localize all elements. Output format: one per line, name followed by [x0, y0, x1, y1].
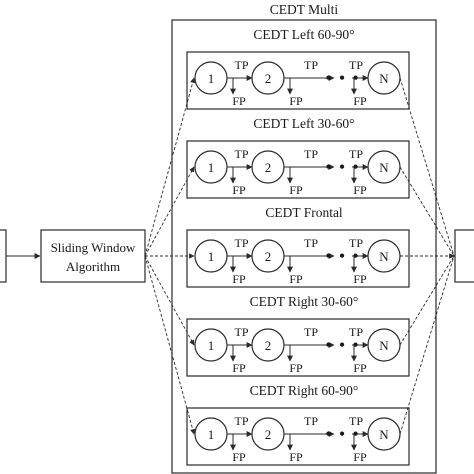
sliding-window-box	[40, 229, 146, 283]
fp-label: FP	[353, 361, 367, 375]
fp-label: FP	[289, 361, 303, 375]
fan-out-arrow	[144, 166, 195, 257]
tp-label: TP	[304, 236, 318, 250]
fan-out-arrow	[144, 255, 195, 346]
fan-out-arrow	[144, 255, 196, 435]
cascade-node-label: N	[379, 160, 389, 175]
cedt-group-title: CEDT Left 60-90°	[253, 27, 354, 42]
tp-label: TP	[349, 414, 363, 428]
tp-label: TP	[349, 58, 363, 72]
tp-label: TP	[304, 58, 318, 72]
fan-in-line	[399, 255, 455, 435]
cascade-node-label: 2	[265, 249, 272, 264]
ellipsis: • • •	[326, 70, 361, 87]
cascade-node-label: N	[379, 427, 389, 442]
cascade-node-label: 2	[265, 71, 272, 86]
ellipsis: • • •	[326, 426, 361, 443]
fan-in-line	[399, 77, 455, 257]
fp-label: FP	[289, 450, 303, 464]
fan-out-arrow	[144, 77, 196, 257]
tp-label: TP	[234, 414, 248, 428]
ellipsis: • • •	[326, 159, 361, 176]
cedt-group-3: CEDT Frontal 1 2 N TP FP TP FP TP FP • • •	[186, 205, 410, 288]
tp-label: TP	[304, 147, 318, 161]
fp-label: FP	[232, 272, 246, 286]
cedt-group-title: CEDT Left 30-60°	[253, 116, 354, 131]
fp-label: FP	[289, 94, 303, 108]
cedt-group-1: CEDT Left 60-90° 1 2 N TP FP TP FP TP FP • • •	[186, 27, 410, 110]
cascade-node-label: N	[379, 71, 389, 86]
cedt-group-2: CEDT Left 30-60° 1 2 N TP FP TP FP TP FP • • •	[186, 116, 410, 199]
fp-label: FP	[353, 94, 367, 108]
tp-label: TP	[234, 58, 248, 72]
tp-label: TP	[234, 147, 248, 161]
tp-label: TP	[349, 147, 363, 161]
cascade-node-label: 1	[208, 427, 215, 442]
fp-label: FP	[232, 361, 246, 375]
tp-label: TP	[304, 325, 318, 339]
sliding-window-label-line2: Algorithm	[66, 259, 120, 274]
fp-label: FP	[289, 272, 303, 286]
cascade-node-label: 2	[265, 338, 272, 353]
fp-label: FP	[353, 183, 367, 197]
cascade-node-label: 1	[208, 71, 215, 86]
cedt-group-title: CEDT Right 60-90°	[250, 383, 359, 398]
cascade-node-label: 1	[208, 338, 215, 353]
cascade-node-label: 1	[208, 160, 215, 175]
cascade-node-label: 2	[265, 160, 272, 175]
cedt-group-title: CEDT Right 30-60°	[250, 294, 359, 309]
sliding-window-label-line1: Sliding Window	[51, 240, 136, 255]
fan-in-line	[399, 255, 455, 346]
fp-label: FP	[289, 183, 303, 197]
input-box-partial	[0, 229, 7, 283]
fp-label: FP	[232, 450, 246, 464]
cedt-group-title: CEDT Frontal	[265, 205, 343, 220]
output-box-partial	[454, 229, 474, 283]
fan-lines-layer	[144, 77, 455, 435]
cedt-multi-title: CEDT Multi	[270, 2, 339, 17]
cascade-node-label: 1	[208, 249, 215, 264]
tp-label: TP	[234, 325, 248, 339]
fp-label: FP	[232, 94, 246, 108]
fp-label: FP	[232, 183, 246, 197]
tp-label: TP	[349, 236, 363, 250]
cascade-node-label: 2	[265, 427, 272, 442]
cascade-node-label: N	[379, 249, 389, 264]
tp-label: TP	[349, 325, 363, 339]
fan-in-line	[399, 166, 455, 257]
tp-label: TP	[234, 236, 248, 250]
cascade-node-label: N	[379, 338, 389, 353]
cedt-group-4: CEDT Right 30-60° 1 2 N TP FP TP FP TP FP • • •	[186, 294, 410, 377]
ellipsis: • • •	[326, 337, 361, 354]
ellipsis: • • •	[326, 248, 361, 265]
fp-label: FP	[353, 272, 367, 286]
tp-label: TP	[304, 414, 318, 428]
fp-label: FP	[353, 450, 367, 464]
cedt-group-5: CEDT Right 60-90° 1 2 N TP FP TP FP TP FP • • •	[186, 383, 410, 466]
